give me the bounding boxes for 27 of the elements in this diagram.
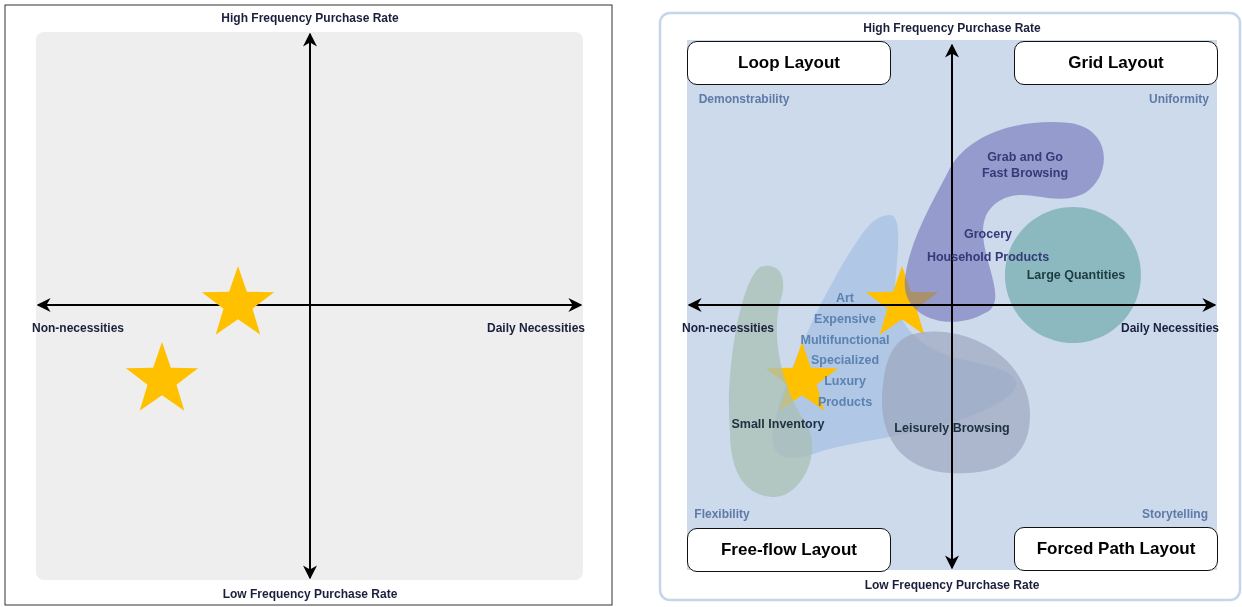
quadrant-label: Demonstrability (698, 92, 790, 106)
region-label: Fast Browsing (981, 166, 1069, 180)
axis-label: Non-necessities (32, 321, 124, 335)
axis-label: Low Frequency Purchase Rate (864, 578, 1040, 592)
layout-box: Free-flow Layout (687, 528, 891, 572)
layout-box: Grid Layout (1014, 41, 1218, 85)
quadrant-label: Storytelling (1142, 507, 1208, 521)
region-label: Specialized (810, 353, 880, 367)
layout-box: Loop Layout (687, 41, 891, 85)
region-label: Grab and Go (987, 150, 1063, 164)
axis-label: Non-necessities (682, 321, 774, 335)
axis-label: Daily Necessities (486, 321, 586, 335)
axis-label: Daily Necessities (1120, 321, 1220, 335)
region-label: Large Quantities (1026, 268, 1126, 282)
axis-label: High Frequency Purchase Rate (863, 21, 1041, 35)
axis-label: Low Frequency Purchase Rate (222, 587, 398, 601)
region-label: Luxury (824, 374, 866, 388)
region-label: Small Inventory (731, 417, 825, 431)
quadrant-label: Uniformity (1149, 92, 1209, 106)
layout-box: Forced Path Layout (1014, 527, 1218, 571)
region-label: Leisurely Browsing (894, 421, 1010, 435)
axis-label: High Frequency Purchase Rate (221, 11, 399, 25)
region-label: Expensive (814, 312, 876, 326)
quadrant-label: Flexibility (694, 507, 750, 521)
region-label: Grocery (964, 227, 1012, 241)
region-label: Multifunctional (800, 333, 890, 347)
region-label: Art (835, 291, 855, 305)
